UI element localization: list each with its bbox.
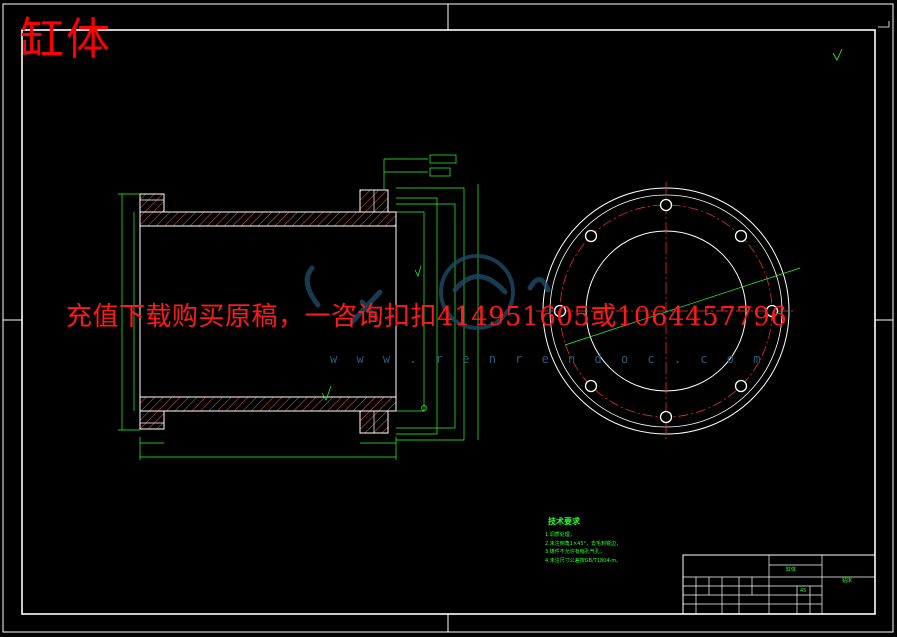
sheet-frame	[2, 3, 894, 633]
section-dimensions	[118, 154, 479, 460]
watermark-url: w w w . r e n r e n d o c . c o m	[330, 352, 767, 366]
watermark-text: 充值下载购买原稿，一咨询扣扣414951605或1064457796	[66, 302, 788, 332]
front-view	[536, 182, 801, 440]
technical-requirement-item: 3.铸件不允许有缩孔气孔；	[545, 549, 605, 555]
roughness-symbol	[832, 48, 843, 61]
title-block-part-name: 缸体	[786, 567, 797, 573]
title-block-drawing-code: 钻床	[842, 578, 853, 584]
title-block	[682, 554, 876, 615]
title-block-material: 45	[800, 588, 807, 594]
technical-requirements-heading: 技术要求	[548, 517, 580, 526]
watermark-logo	[304, 254, 551, 330]
section-view	[139, 189, 397, 434]
technical-requirements-list: 1.调质处理； 2.未注倒角1×45°，去毛刺锐边； 3.铸件不允许有缩孔气孔；…	[545, 531, 621, 565]
drawing-title: 缸体	[20, 14, 112, 65]
technical-requirement-item: 1.调质处理；	[545, 532, 575, 538]
technical-requirement-item: 4.未注尺寸公差按GB/T1804-m。	[545, 557, 622, 564]
technical-requirement-item: 2.未注倒角1×45°，去毛刺锐边；	[545, 540, 622, 547]
